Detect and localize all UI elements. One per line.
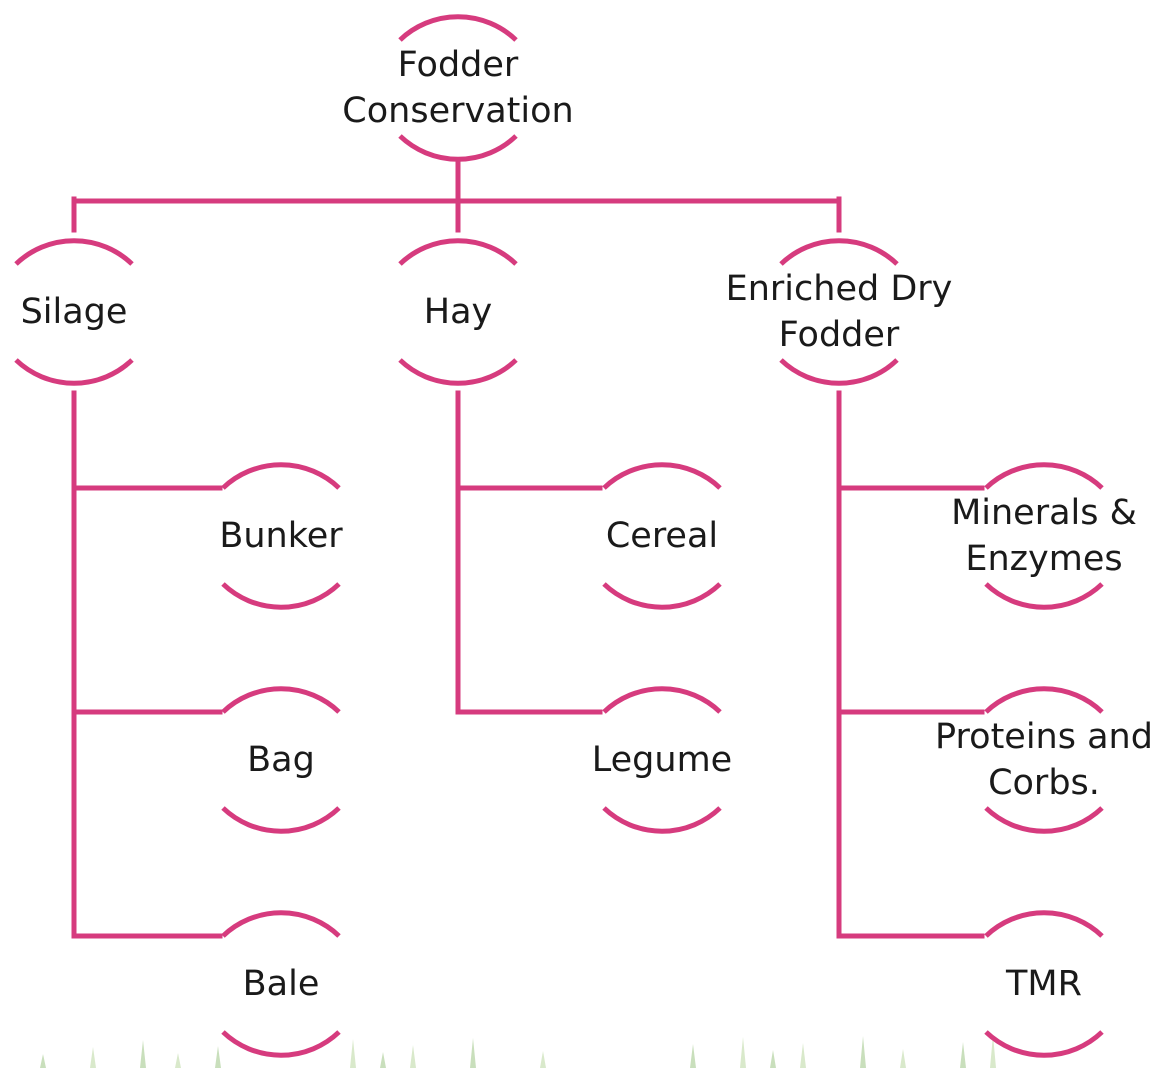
child-node-bale-top-arc xyxy=(221,910,341,938)
root-node-label: Fodder Conservation xyxy=(342,45,574,131)
child-node-legume: Legume xyxy=(591,740,733,780)
category-node-enriched-dry-fodder-bottom-arc xyxy=(779,358,899,386)
child-node-proteins-corbs-top-arc xyxy=(984,686,1104,714)
category-node-silage: Silage xyxy=(20,292,128,332)
child-node-minerals-enzymes-top-arc xyxy=(984,462,1104,490)
category-node-silage-top-arc xyxy=(14,238,134,266)
child-node-minerals-enzymes: Minerals & Enzymes xyxy=(951,493,1137,579)
child-node-bale-bottom-arc xyxy=(221,1030,341,1058)
child-node-bunker: Bunker xyxy=(219,516,343,556)
root-node-top-arc xyxy=(398,14,518,42)
child-node-cereal-bottom-arc xyxy=(602,582,722,610)
category-node-hay: Hay xyxy=(423,292,493,332)
child-node-bunker-top-arc xyxy=(221,462,341,490)
child-node-legume-bottom-arc xyxy=(602,806,722,834)
root-node-bottom-arc xyxy=(398,134,518,162)
child-node-bale: Bale xyxy=(242,964,320,1004)
child-node-legume-top-arc xyxy=(602,686,722,714)
child-node-proteins-corbs: Proteins and Corbs. xyxy=(935,717,1153,803)
connector-lines xyxy=(71,159,985,939)
category-node-hay-bottom-arc xyxy=(398,358,518,386)
node-arcs xyxy=(14,14,1104,1058)
child-node-cereal: Cereal xyxy=(605,516,719,556)
child-node-tmr-bottom-arc xyxy=(984,1030,1104,1058)
category-node-enriched-dry-fodder-top-arc xyxy=(779,238,899,266)
child-node-tmr: TMR xyxy=(1006,964,1082,1004)
category-node-hay-top-arc xyxy=(398,238,518,266)
child-node-bunker-bottom-arc xyxy=(221,582,341,610)
category-node-silage-bottom-arc xyxy=(14,358,134,386)
child-node-minerals-enzymes-bottom-arc xyxy=(984,582,1104,610)
child-node-bag-bottom-arc xyxy=(221,806,341,834)
category-node-enriched-dry-fodder: Enriched Dry Fodder xyxy=(725,269,953,355)
child-node-bag: Bag xyxy=(247,740,315,780)
child-node-tmr-top-arc xyxy=(984,910,1104,938)
child-node-proteins-corbs-bottom-arc xyxy=(984,806,1104,834)
child-node-bag-top-arc xyxy=(221,686,341,714)
child-node-cereal-top-arc xyxy=(602,462,722,490)
